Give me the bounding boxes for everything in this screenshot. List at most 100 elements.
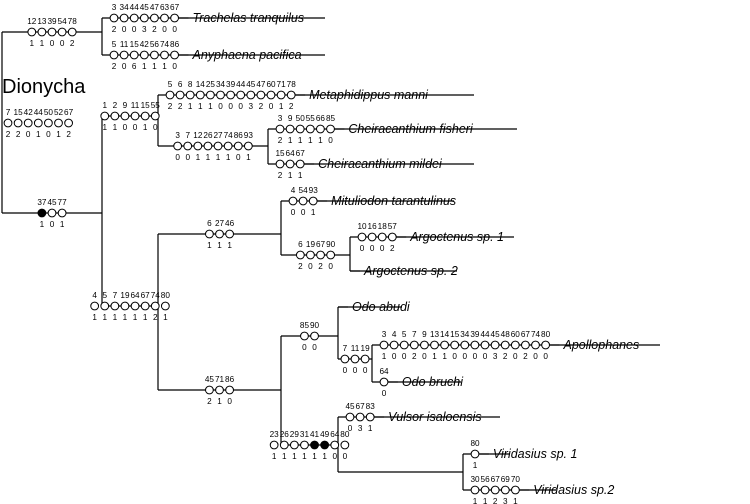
root-clade-label: Dionycha [2, 76, 86, 98]
character-state: 0 [122, 25, 127, 34]
unique-change-marker [320, 440, 330, 450]
character-number: 64 [330, 430, 340, 439]
character-state: 0 [162, 25, 167, 34]
homoplastic-change-marker [33, 118, 43, 128]
character-state: 1 [36, 130, 41, 139]
character-state: 0 [218, 102, 223, 111]
character-number: 9 [288, 114, 293, 123]
character-state: 1 [322, 452, 327, 461]
homoplastic-change-marker [298, 196, 308, 206]
character-number: 74 [224, 131, 234, 140]
character-number: 60 [266, 80, 276, 89]
character-number: 83 [366, 402, 376, 411]
character-number: 39 [47, 17, 57, 26]
character-number: 86 [225, 375, 235, 384]
homoplastic-change-marker [316, 124, 325, 134]
homoplastic-change-marker [150, 50, 159, 60]
character-state: 1 [162, 62, 167, 71]
homoplastic-change-marker [340, 354, 350, 364]
character-state: 0 [238, 102, 243, 111]
character-number: 18 [378, 222, 388, 231]
character-number: 10 [357, 222, 367, 231]
unique-change-marker [37, 208, 47, 218]
homoplastic-change-marker [470, 340, 480, 350]
homoplastic-change-marker [185, 90, 195, 100]
character-state: 3 [142, 25, 147, 34]
homoplastic-change-marker [379, 377, 389, 387]
homoplastic-change-marker [57, 208, 67, 218]
character-state: 2 [207, 397, 212, 406]
homoplastic-change-marker [269, 440, 279, 450]
character-number: 90 [326, 240, 336, 249]
homoplastic-change-marker [130, 111, 140, 121]
taxon-label: Viridasius sp. 1 [493, 447, 578, 461]
taxon-label: Anyphaena pacifica [192, 48, 302, 62]
homoplastic-change-marker [47, 27, 57, 37]
character-number: 80 [470, 439, 480, 448]
character-state: 1 [188, 102, 193, 111]
character-number: 85 [300, 321, 310, 330]
character-state: 0 [50, 220, 55, 229]
character-state: 2 [16, 130, 21, 139]
character-number: 7 [412, 330, 417, 339]
character-number: 45 [47, 198, 57, 207]
character-number: 41 [310, 430, 320, 439]
character-state: 1 [60, 220, 65, 229]
character-state: 1 [382, 352, 387, 361]
homoplastic-change-marker [3, 118, 13, 128]
homoplastic-change-marker [195, 90, 205, 100]
homoplastic-change-marker [480, 485, 490, 495]
homoplastic-change-marker [511, 485, 520, 495]
character-number: 19 [120, 291, 130, 300]
character-number: 8 [188, 80, 193, 89]
character-number: 86 [170, 40, 180, 49]
character-number: 39 [470, 330, 480, 339]
homoplastic-change-marker [109, 50, 119, 60]
character-state: 0 [312, 343, 317, 352]
character-state: 1 [207, 241, 212, 250]
character-number: 6 [298, 240, 303, 249]
character-state: 1 [123, 313, 128, 322]
homoplastic-change-marker [120, 301, 130, 311]
character-number: 26 [203, 131, 213, 140]
character-number: 71 [277, 80, 287, 89]
homoplastic-change-marker [54, 118, 63, 128]
character-state: 0 [422, 352, 427, 361]
character-number: 49 [320, 430, 330, 439]
character-state: 1 [143, 123, 148, 132]
homoplastic-change-marker [223, 141, 233, 151]
homoplastic-change-marker [326, 250, 336, 260]
character-number: 6 [207, 219, 212, 228]
character-state: 0 [50, 39, 55, 48]
character-state: 0 [363, 366, 368, 375]
character-number: 46 [225, 219, 235, 228]
character-number: 4 [291, 186, 296, 195]
homoplastic-change-marker [286, 90, 296, 100]
character-state: 0 [463, 352, 468, 361]
homoplastic-change-marker [365, 412, 375, 422]
character-state: 0 [452, 352, 457, 361]
character-number: 15 [141, 101, 151, 110]
character-state: 3 [249, 102, 254, 111]
homoplastic-change-marker [541, 340, 550, 350]
character-number: 80 [541, 330, 551, 339]
homoplastic-change-marker [470, 485, 480, 495]
character-number: 69 [501, 475, 511, 484]
character-number: 3 [278, 114, 283, 123]
character-number: 47 [256, 80, 266, 89]
character-state: 1 [298, 171, 303, 180]
homoplastic-change-marker [140, 301, 150, 311]
homoplastic-change-marker [170, 50, 180, 60]
character-number: 30 [470, 475, 480, 484]
homoplastic-change-marker [160, 50, 169, 60]
character-number: 11 [120, 40, 129, 49]
character-number: 45 [205, 375, 215, 384]
character-state: 1 [113, 123, 118, 132]
character-state: 1 [246, 153, 251, 162]
character-state: 1 [308, 136, 313, 145]
character-state: 0 [328, 136, 333, 145]
homoplastic-change-marker [355, 412, 365, 422]
homoplastic-change-marker [345, 412, 355, 422]
character-number: 64 [379, 367, 389, 376]
homoplastic-change-marker [295, 124, 305, 134]
